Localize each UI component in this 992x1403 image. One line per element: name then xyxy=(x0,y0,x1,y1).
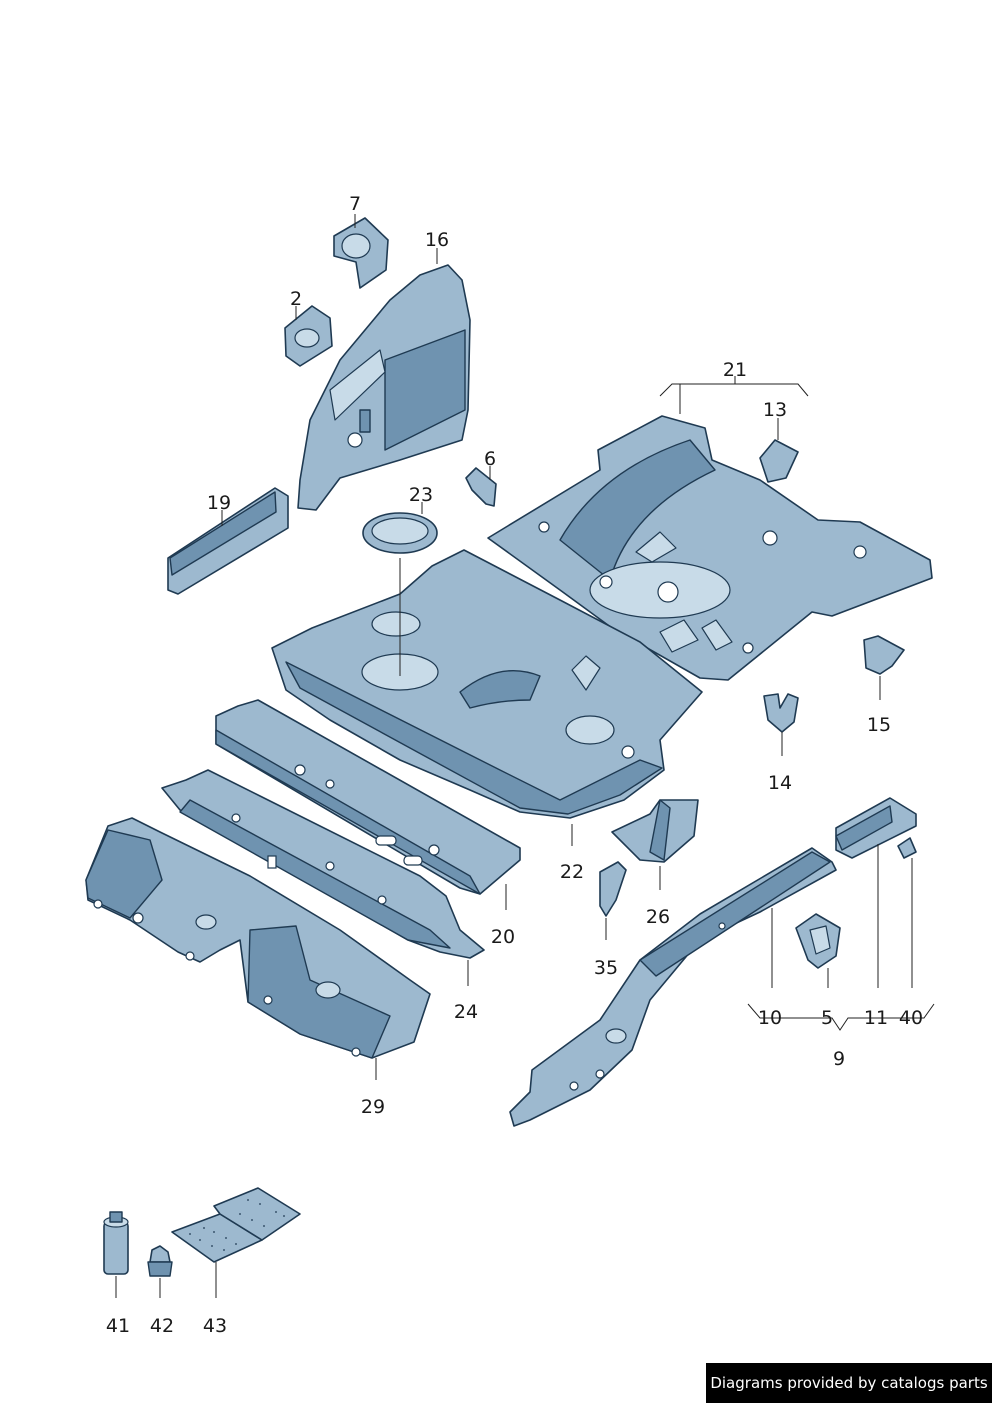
label-16: 16 xyxy=(425,229,449,251)
label-22: 22 xyxy=(560,861,584,883)
label-35: 35 xyxy=(594,957,618,979)
leader-lines xyxy=(115,214,935,1298)
part-29-floor-pan[interactable] xyxy=(85,817,431,1059)
part-22-center-floor[interactable] xyxy=(271,549,703,819)
label-11: 11 xyxy=(864,1007,888,1029)
part-40-plate[interactable] xyxy=(897,837,917,859)
label-29: 29 xyxy=(361,1096,385,1118)
label-26: 26 xyxy=(646,906,670,928)
part-16-side-panel[interactable] xyxy=(297,264,471,511)
label-42: 42 xyxy=(150,1315,174,1337)
label-43: 43 xyxy=(203,1315,227,1337)
label-19: 19 xyxy=(207,492,231,514)
part-20-crossmember[interactable] xyxy=(215,699,521,895)
part-7-bracket[interactable] xyxy=(333,217,389,289)
part-42-grommet[interactable] xyxy=(147,1245,173,1277)
credit-banner: Diagrams provided by catalogs parts xyxy=(706,1363,992,1403)
label-7: 7 xyxy=(349,193,361,215)
label-5: 5 xyxy=(821,1007,833,1029)
part-10-longitudinal-member[interactable] xyxy=(509,847,837,1127)
part-41-cylinder[interactable] xyxy=(103,1211,129,1275)
label-14: 14 xyxy=(768,772,792,794)
part-11-bracket[interactable] xyxy=(835,797,917,859)
label-20: 20 xyxy=(491,926,515,948)
part-2-bracket[interactable] xyxy=(284,305,333,367)
part-labels: 7 16 2 19 6 23 21 13 15 14 22 20 24 29 2… xyxy=(106,193,923,1337)
label-23: 23 xyxy=(409,484,433,506)
part-35-bracket[interactable] xyxy=(599,861,627,917)
part-13-bracket[interactable] xyxy=(759,439,799,483)
label-10: 10 xyxy=(758,1007,782,1029)
label-15: 15 xyxy=(867,714,891,736)
label-24: 24 xyxy=(454,1001,478,1023)
part-6-bracket[interactable] xyxy=(465,467,497,507)
part-21-rear-floor[interactable] xyxy=(487,415,933,681)
label-41: 41 xyxy=(106,1315,130,1337)
part-5-bracket[interactable] xyxy=(795,913,841,969)
part-24-crossmember[interactable] xyxy=(161,769,485,959)
label-9: 9 xyxy=(833,1048,845,1070)
label-2: 2 xyxy=(290,288,302,310)
label-6: 6 xyxy=(484,448,496,470)
part-43-damping-pad[interactable] xyxy=(171,1187,301,1263)
label-13: 13 xyxy=(763,399,787,421)
part-26-bracket[interactable] xyxy=(611,799,699,863)
part-15-bracket[interactable] xyxy=(863,635,905,675)
label-40: 40 xyxy=(899,1007,923,1029)
part-23-cover[interactable] xyxy=(362,512,438,554)
label-21: 21 xyxy=(723,359,747,381)
part-14-clip[interactable] xyxy=(763,693,799,733)
part-19-sill-reinforcement[interactable] xyxy=(167,487,289,595)
